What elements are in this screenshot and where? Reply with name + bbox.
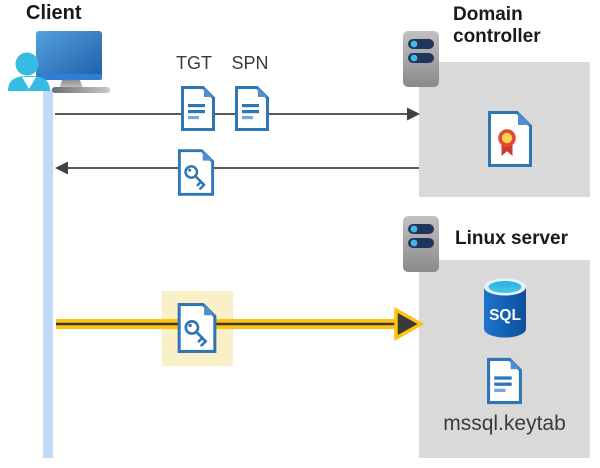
spn-label: SPN [231,53,269,73]
sql-database-icon: SQL [484,278,526,338]
sql-text: SQL [489,307,521,324]
person-icon [8,52,50,91]
keytab-filename-label: mssql.keytab [443,412,566,435]
keytab-auth-arrow [56,307,425,341]
key-glyph [184,165,206,190]
client-user-computer-icon [8,31,110,93]
request-arrow [55,107,420,121]
client-label: Client [26,2,82,24]
tgt-ticket-document-icon [181,86,215,131]
client-lifeline [43,90,53,458]
keytab-key-document-icon [177,303,217,353]
award-seal [498,129,516,147]
spn-ticket-document-icon [235,86,269,131]
key-glyph [184,320,207,347]
response-arrow [55,161,419,175]
linux-server-label: Linux server [455,228,568,249]
keytab-file-document-icon [487,357,522,405]
domain-controller-label: Domain controller [453,4,541,47]
service-ticket-key-document-icon [177,149,215,196]
monitor-icon [36,31,110,93]
tgt-label: TGT [176,53,212,73]
linux-server-icon [403,216,439,272]
domain-controller-server-icon [403,31,439,87]
certificate-document-icon [488,111,532,167]
